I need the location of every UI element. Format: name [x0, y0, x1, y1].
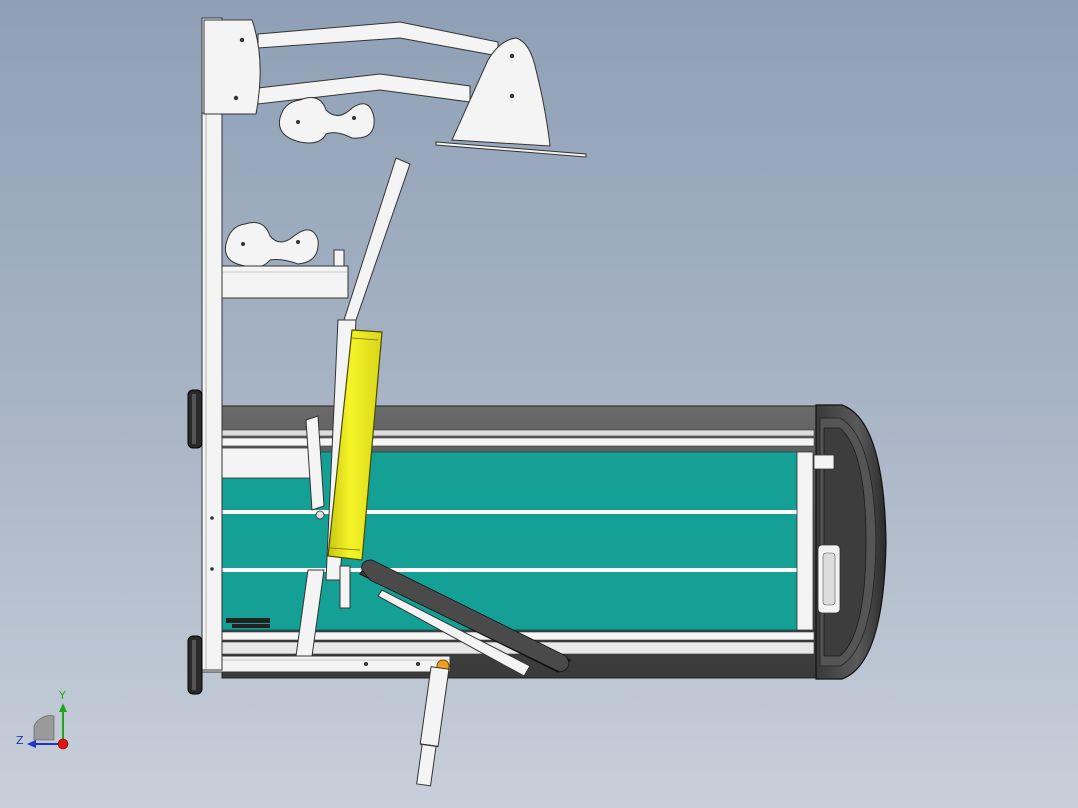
upper-arm-assembly [203, 19, 587, 158]
triad-base [33, 715, 55, 741]
wheel-lower [187, 635, 203, 695]
z-axis-arrow [27, 740, 36, 748]
pulley-plate-upper [278, 97, 375, 144]
belt-stripe [222, 568, 800, 572]
wheel-upper [187, 389, 203, 449]
back-pad [327, 329, 383, 561]
pulley-plate-lower [224, 222, 319, 268]
frame-column [201, 17, 223, 671]
floor-mount [226, 618, 270, 628]
bottom-rail [199, 655, 451, 673]
x-axis-marker [57, 738, 69, 750]
y-axis-arrow [59, 703, 67, 712]
belt-stripe [222, 510, 800, 514]
z-axis-label: Z [16, 734, 24, 747]
end-cap [813, 404, 887, 680]
shelf-bracket [221, 249, 349, 299]
coordinate-triad: Y Z [16, 689, 69, 750]
seat-pad [359, 559, 572, 677]
adjustment-leg [416, 666, 450, 787]
y-axis-label: Y [58, 689, 66, 702]
